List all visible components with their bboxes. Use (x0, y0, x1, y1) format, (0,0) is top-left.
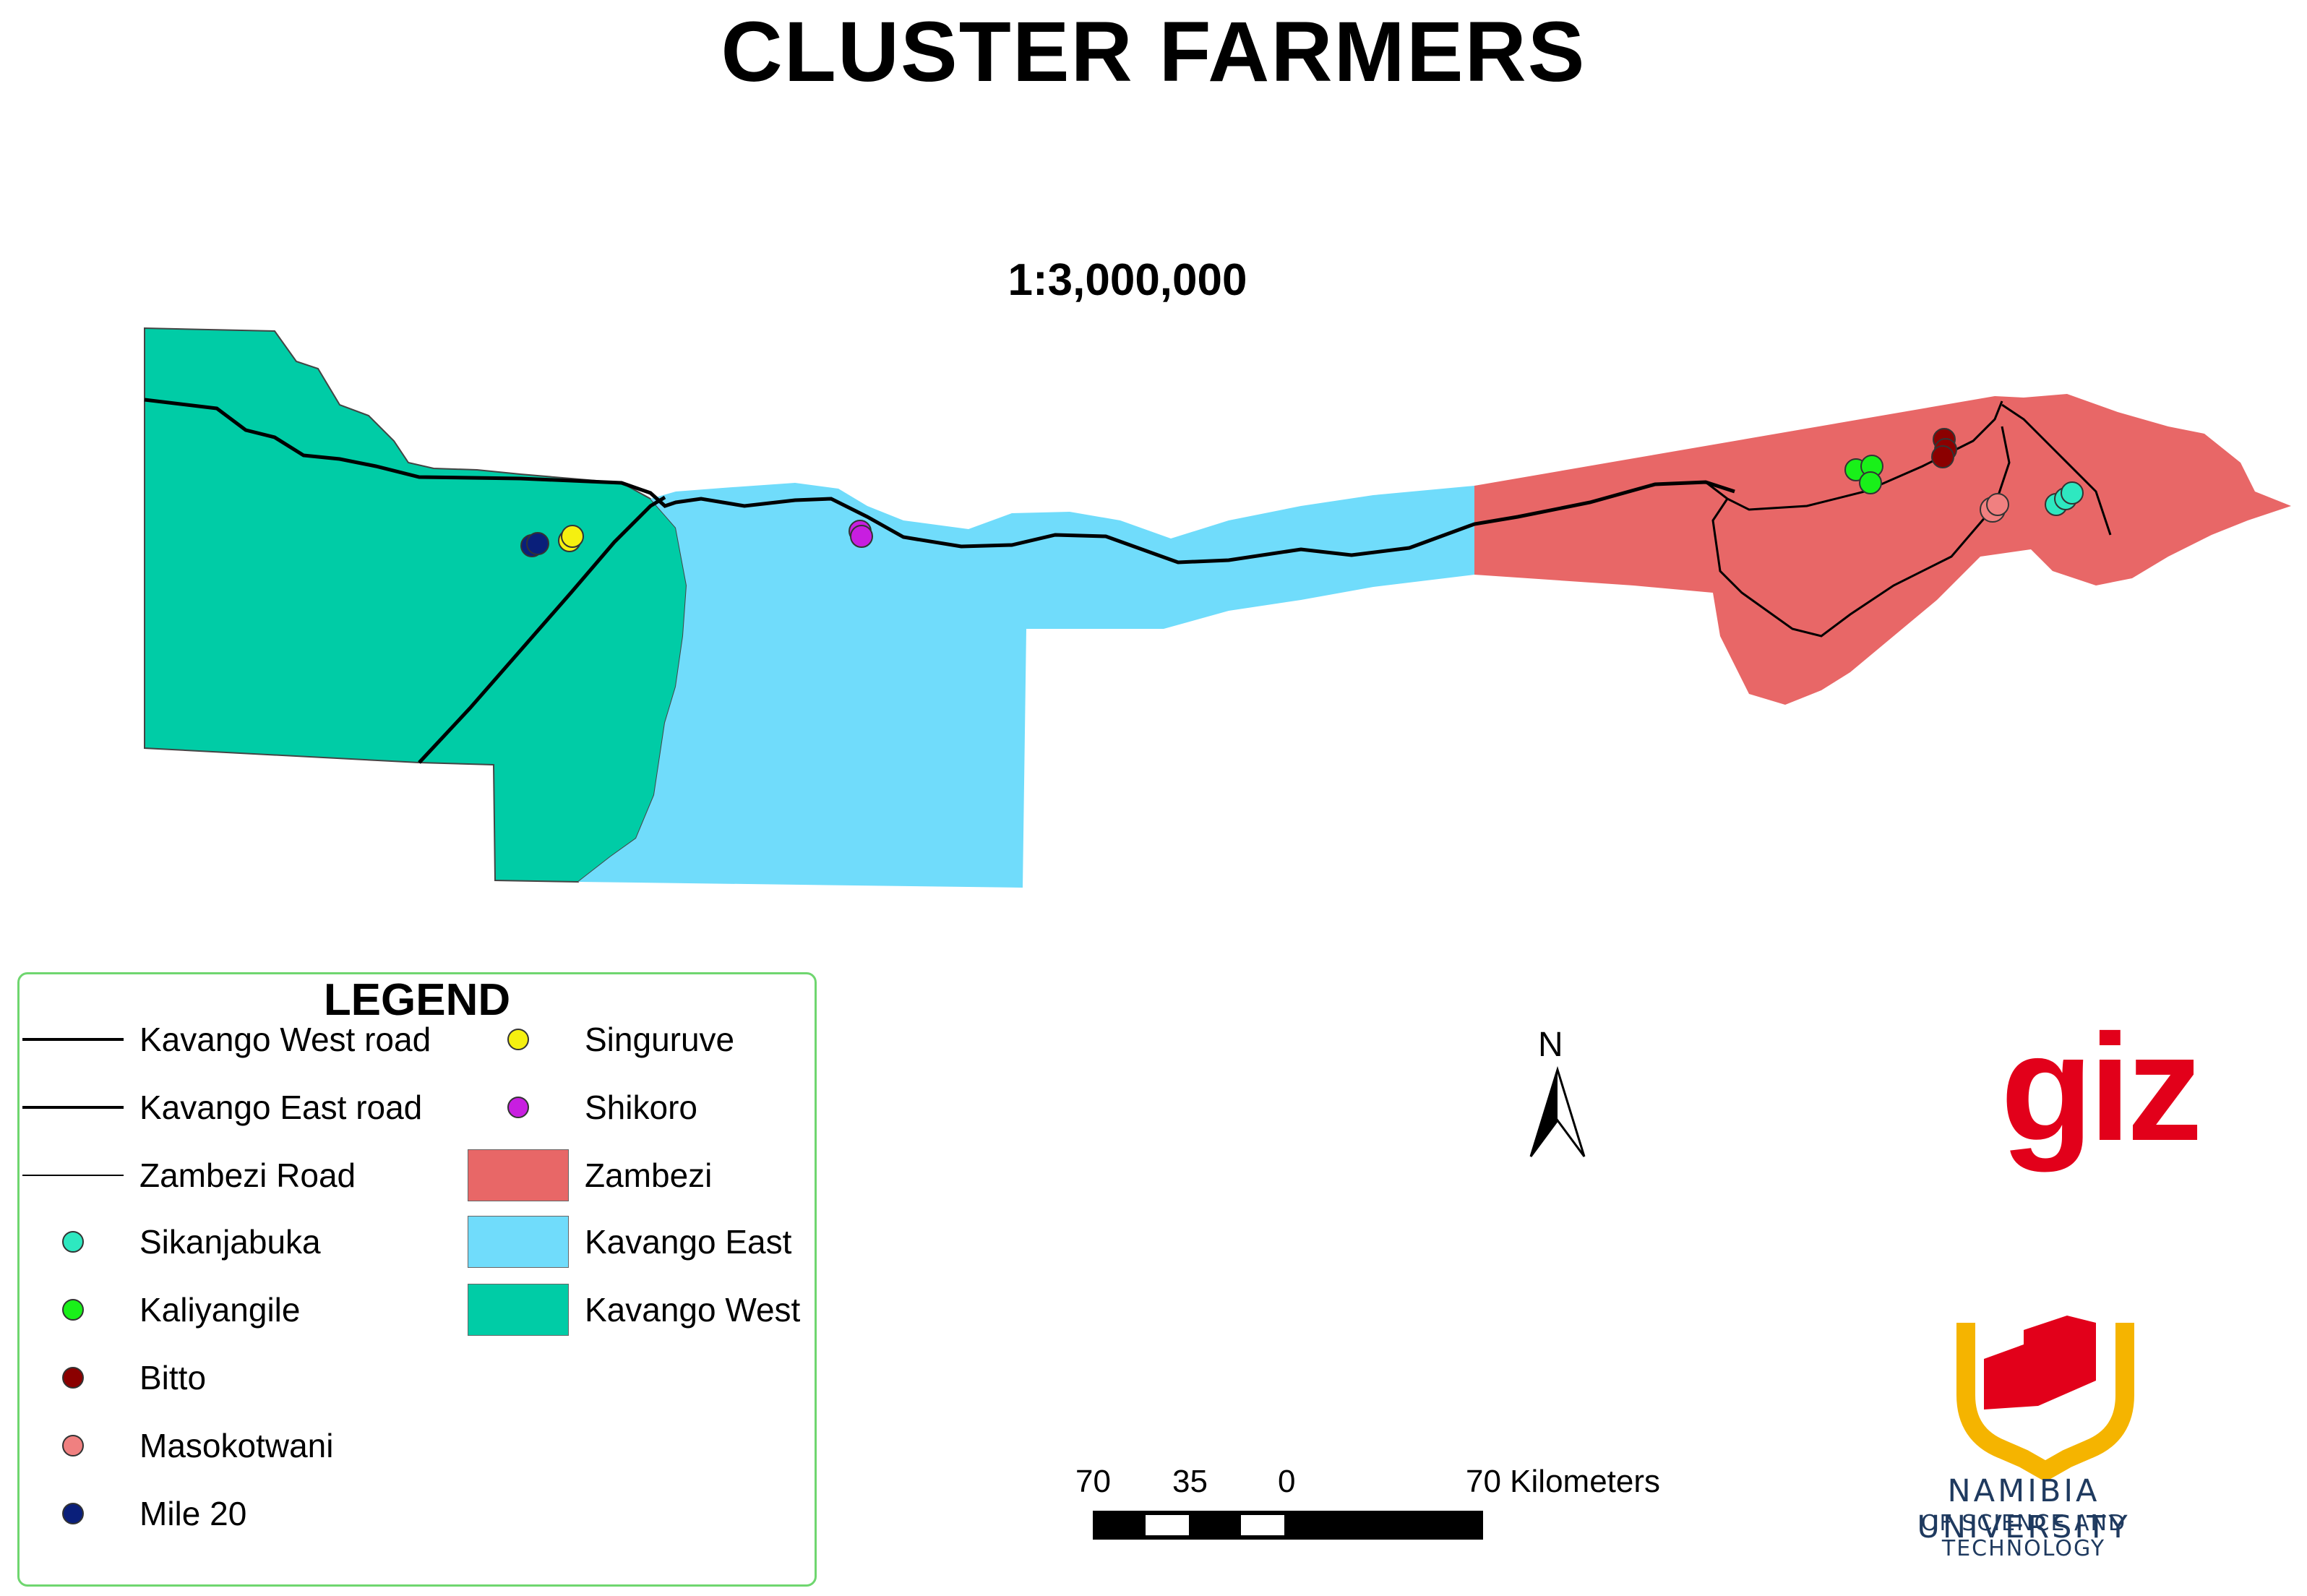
legend-item-bitto: Bitto (22, 1349, 206, 1407)
legend-item-zambezi-road: Zambezi Road (22, 1146, 356, 1204)
scale-label: 35 (1172, 1464, 1208, 1499)
nust-logo-subtitle: OF SCIENCE AND TECHNOLOGY (1920, 1511, 2127, 1561)
road-line-symbol (22, 1175, 124, 1176)
legend-item-kavango-west-road: Kavango West road (22, 1011, 431, 1068)
legend-item-zambezi: Zambezi (468, 1146, 712, 1204)
point-shikoro (850, 525, 873, 548)
region-kavango-east (578, 483, 1474, 888)
point-symbol-icon (507, 1097, 529, 1118)
point-symbol-icon (62, 1299, 84, 1321)
region-patch-symbol (468, 1216, 569, 1268)
point-singuruve (561, 525, 584, 548)
cluster-points (520, 428, 2084, 557)
scale-label: 70 (1075, 1464, 1111, 1499)
legend-item-mile-20: Mile 20 (22, 1485, 246, 1543)
point-symbol-icon (507, 1029, 529, 1050)
scale-ratio: 1:3,000,000 (1008, 255, 1247, 305)
legend-item-masokotwani: Masokotwani (22, 1417, 333, 1475)
road-line-symbol (22, 1106, 124, 1109)
north-arrow-icon (1529, 1065, 1586, 1157)
legend-title: LEGEND (323, 975, 511, 1025)
point-symbol-icon (62, 1503, 84, 1524)
region-patch-symbol (468, 1284, 569, 1336)
road-line-symbol (22, 1038, 124, 1041)
point-symbol-icon (62, 1367, 84, 1389)
legend-item-sikanjabuka: Sikanjabuka (22, 1213, 321, 1271)
legend-item-kavango-east: Kavango East (468, 1213, 791, 1271)
kavango-west-road (144, 398, 1735, 565)
scale-label: 70 Kilometers (1466, 1464, 1661, 1499)
north-label: N (1538, 1026, 1563, 1064)
region-zambezi (1474, 394, 2291, 705)
scale-label: 0 (1278, 1464, 1296, 1499)
region-kavango-west (144, 327, 688, 883)
point-kaliyangile (1859, 471, 1882, 494)
legend-item-singuruve: Singuruve (468, 1011, 734, 1068)
point-mile-20 (526, 532, 549, 555)
region-patch-symbol (468, 1149, 569, 1201)
legend-item-kavango-west: Kavango West (468, 1281, 800, 1339)
map-title: CLUSTER FARMERS (721, 4, 1586, 100)
scale-bar (1093, 1511, 1483, 1540)
point-bitto (1931, 445, 1954, 468)
point-symbol-icon (62, 1231, 84, 1253)
nust-logo-name: NAMIBIA UNIVERSITY (1917, 1473, 2131, 1545)
giz-logo: giz (2001, 1003, 2203, 1172)
kavango-east-road (418, 495, 666, 764)
point-masokotwani (1986, 493, 2009, 516)
legend-item-kaliyangile: Kaliyangile (22, 1281, 300, 1339)
point-sikanjabuka (2061, 481, 2084, 505)
point-symbol-icon (62, 1435, 84, 1456)
legend-item-kavango-east-road: Kavango East road (22, 1078, 422, 1136)
legend-panel: LEGEND Kavango West road Kavango East ro… (17, 972, 817, 1587)
nust-shield-icon (1956, 1316, 2134, 1482)
legend-item-shikoro: Shikoro (468, 1078, 697, 1136)
